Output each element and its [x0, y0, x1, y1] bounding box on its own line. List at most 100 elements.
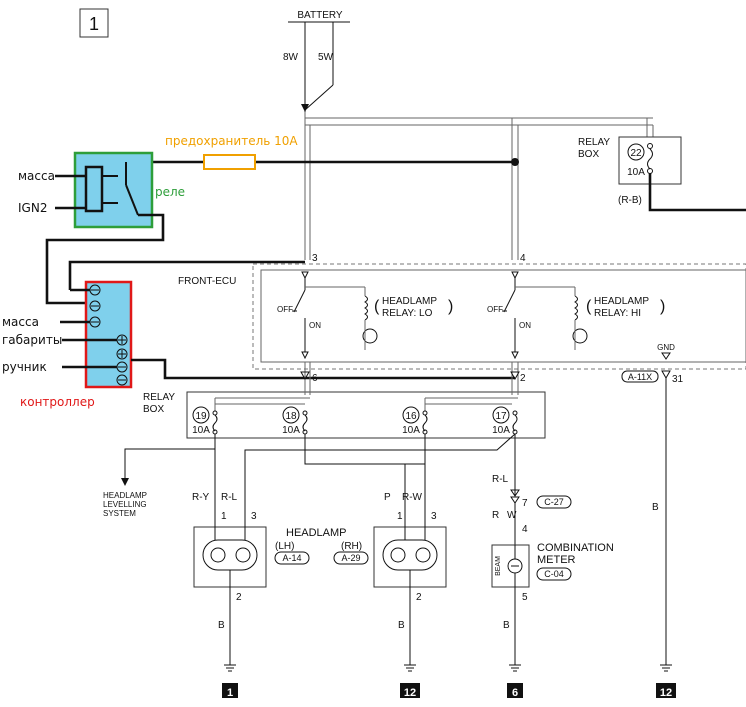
- ecu-lo-on: ON: [309, 321, 321, 330]
- ground-tag-4: [656, 683, 676, 698]
- front-ecu-frame: [252, 263, 746, 370]
- ground-symbol-1: [224, 664, 236, 672]
- ground-id-2: 12: [404, 687, 416, 699]
- fuse-8w-label: 8W: [283, 52, 299, 63]
- levelling-wire: [124, 434, 216, 480]
- ground-tag-3: [507, 683, 523, 698]
- wire-ry: R-Y: [192, 492, 210, 503]
- fuse-22-rating: 10A: [627, 167, 645, 178]
- ecu-hi-on: ON: [519, 321, 531, 330]
- headlamp-lh-connector: A-14: [282, 553, 301, 563]
- diagram-number-box: [79, 8, 109, 38]
- svg-text:10A: 10A: [192, 425, 210, 436]
- wire-p: P: [384, 492, 391, 503]
- headlamp-rh-label: (RH): [341, 541, 362, 552]
- controller-to-hi-wire: [131, 358, 515, 380]
- front-ecu-label: FRONT-ECU: [178, 276, 236, 287]
- ecu-hi-off: OFF: [487, 305, 503, 314]
- ecu-relay-lo: OFF ON HEADLAMP RELAY: LO ( ): [277, 271, 453, 360]
- diagram-number: 1: [89, 14, 99, 34]
- controller-input-ruchnik: ручник: [2, 360, 47, 374]
- junction-dot: [511, 158, 519, 166]
- ecu-lo-off: OFF: [277, 305, 293, 314]
- meter-label-1: COMBINATION: [537, 542, 614, 554]
- headlamp-lh-label: (LH): [275, 541, 294, 552]
- gnd-pin: 31: [672, 374, 684, 385]
- svg-text:BEAM: BEAM: [495, 556, 502, 576]
- meter-label-2: METER: [537, 554, 576, 566]
- fuse17-out-wire: [244, 433, 516, 520]
- svg-text:(: (: [586, 298, 592, 315]
- meter-in-connector: C-27: [544, 497, 564, 507]
- ground-id-1: 1: [227, 687, 233, 699]
- relay-box-top-connector: (R-B): [618, 195, 642, 206]
- headlamp-label: HEADLAMP: [286, 527, 347, 539]
- svg-text:(: (: [374, 298, 380, 315]
- ecu-gnd-label: GND: [657, 343, 675, 352]
- wire-rl2: R-L: [492, 474, 509, 485]
- relay-input-ign2: IGN2: [18, 201, 47, 215]
- ground-symbol-3: [509, 664, 521, 672]
- wire-rl: R-L: [221, 492, 238, 503]
- meter-pin-4: 4: [522, 524, 528, 535]
- relay-switch: [125, 184, 139, 216]
- svg-text:): ): [448, 298, 453, 315]
- levelling-label-3: SYSTEM: [103, 509, 136, 518]
- added-fuse: [203, 154, 256, 170]
- ecu-relay-hi: OFF ON HEADLAMP RELAY: HI ( ): [487, 271, 665, 360]
- relay-coil: [84, 165, 104, 213]
- svg-text:1: 1: [221, 511, 227, 522]
- fuse-5w-label: 5W: [318, 52, 334, 63]
- controller-input-gabarity: габариты: [2, 333, 62, 347]
- fuse-18: 18 10A: [282, 406, 308, 436]
- wire-rw: R-W: [402, 492, 423, 503]
- meter-in-pin: 7: [522, 498, 528, 509]
- ecu-pin-4: 4: [520, 253, 526, 264]
- ecu-pin-3: 3: [312, 253, 318, 264]
- ground-id-4: 12: [660, 687, 672, 699]
- front-ecu-inner: [260, 269, 746, 363]
- levelling-label-1: HEADLAMP: [103, 491, 147, 500]
- gnd-connector: A-11X: [628, 372, 652, 382]
- gnd-connector-tag: [621, 370, 659, 383]
- ground-symbol-4: [660, 664, 672, 672]
- svg-text:3: 3: [431, 511, 437, 522]
- added-fuse-label: предохранитель 10A: [165, 134, 298, 148]
- levelling-label-2: LEVELLING: [103, 500, 147, 509]
- svg-text:18: 18: [285, 411, 297, 422]
- fuse-17: 17 10A: [492, 406, 518, 436]
- relay-box-bottom-label-1: RELAY: [143, 392, 175, 403]
- relay-input-massa: масса: [18, 169, 55, 183]
- meter-connector: C-04: [544, 569, 564, 579]
- wire-b-lh: B: [218, 620, 225, 631]
- ground-tag-2: [400, 683, 420, 698]
- wire-b-rh: B: [398, 620, 405, 631]
- wire-r: R: [492, 510, 499, 521]
- relay-box-top-label-1: RELAY: [578, 137, 610, 148]
- svg-text:19: 19: [195, 411, 207, 422]
- controller-to-ecu-wire: [68, 260, 305, 290]
- relay-box-top-out-wire: [648, 173, 746, 212]
- svg-text:1: 1: [397, 511, 403, 522]
- svg-text:16: 16: [405, 411, 417, 422]
- svg-text:17: 17: [495, 411, 507, 422]
- ecu-relay-lo-label-2: RELAY: LO: [382, 308, 433, 319]
- fuse18-out-wire: [304, 434, 425, 465]
- svg-text:10A: 10A: [492, 425, 510, 436]
- ecu-relay-hi-label-2: RELAY: HI: [594, 308, 641, 319]
- ecu-relay-hi-label-1: HEADLAMP: [594, 296, 649, 307]
- controller-input-massa: масса: [2, 315, 39, 329]
- combination-meter: BEAM: [491, 544, 530, 588]
- meter-pin-5: 5: [522, 592, 528, 603]
- ecu-relay-lo-label-1: HEADLAMP: [382, 296, 437, 307]
- relay-box-bottom: [186, 391, 546, 439]
- headlamp-rh: 1 3 2: [373, 511, 447, 603]
- ecu-pin-6: 6: [312, 373, 318, 384]
- svg-text:2: 2: [416, 592, 422, 603]
- headlamp-rh-connector: A-29: [341, 553, 360, 563]
- ground-tag-1: [222, 683, 238, 698]
- wire-w: W: [507, 510, 517, 521]
- battery-label: BATTERY: [297, 10, 343, 21]
- fuse-16: 16 10A: [402, 406, 428, 436]
